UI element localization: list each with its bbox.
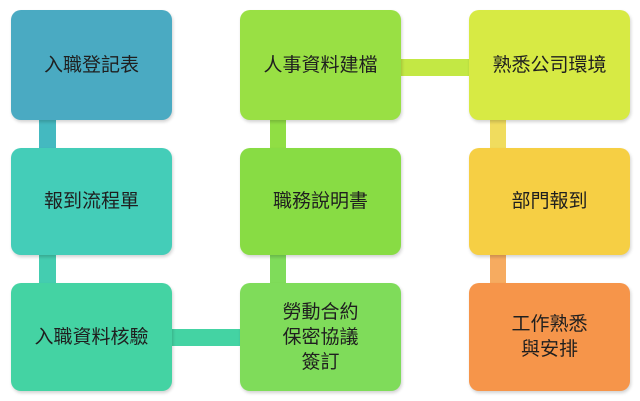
- node-label-n5: 職務說明書: [272, 190, 368, 212]
- node-label-n4: 人事資料建檔: [263, 53, 378, 76]
- connector-n4-n7: [401, 59, 469, 76]
- node-label-n6: 勞動合約保密協議簽訂: [282, 300, 359, 373]
- connector-n5-n4: [270, 120, 286, 148]
- node-n2: 報到流程單: [11, 148, 172, 255]
- connector-n3-n6: [172, 329, 240, 346]
- node-label-n3: 入職資料核驗: [34, 325, 149, 348]
- node-n3: 入職資料核驗: [11, 283, 172, 391]
- connector-n8-n9: [490, 255, 506, 283]
- node-label-n1: 入職登記表: [43, 53, 139, 76]
- node-label-n8: 部門報到: [511, 190, 588, 212]
- node-n1: 入職登記表: [11, 10, 172, 120]
- node-n4: 人事資料建檔: [240, 10, 401, 120]
- connector-n6-n5: [270, 255, 286, 283]
- node-n9: 工作熟悉與安排: [469, 283, 630, 391]
- node-label-n9: 工作熟悉與安排: [511, 313, 588, 360]
- node-label-n2: 報到流程單: [43, 190, 139, 212]
- connector-n7-n8: [490, 120, 506, 148]
- node-n6: 勞動合約保密協議簽訂: [240, 283, 401, 391]
- connector-n2-n3: [39, 255, 56, 283]
- node-n5: 職務說明書: [240, 148, 401, 255]
- node-label-n7: 熟悉公司環境: [492, 53, 607, 76]
- connector-n1-n2: [39, 120, 56, 148]
- node-n7: 熟悉公司環境: [469, 10, 630, 120]
- node-n8: 部門報到: [469, 148, 630, 255]
